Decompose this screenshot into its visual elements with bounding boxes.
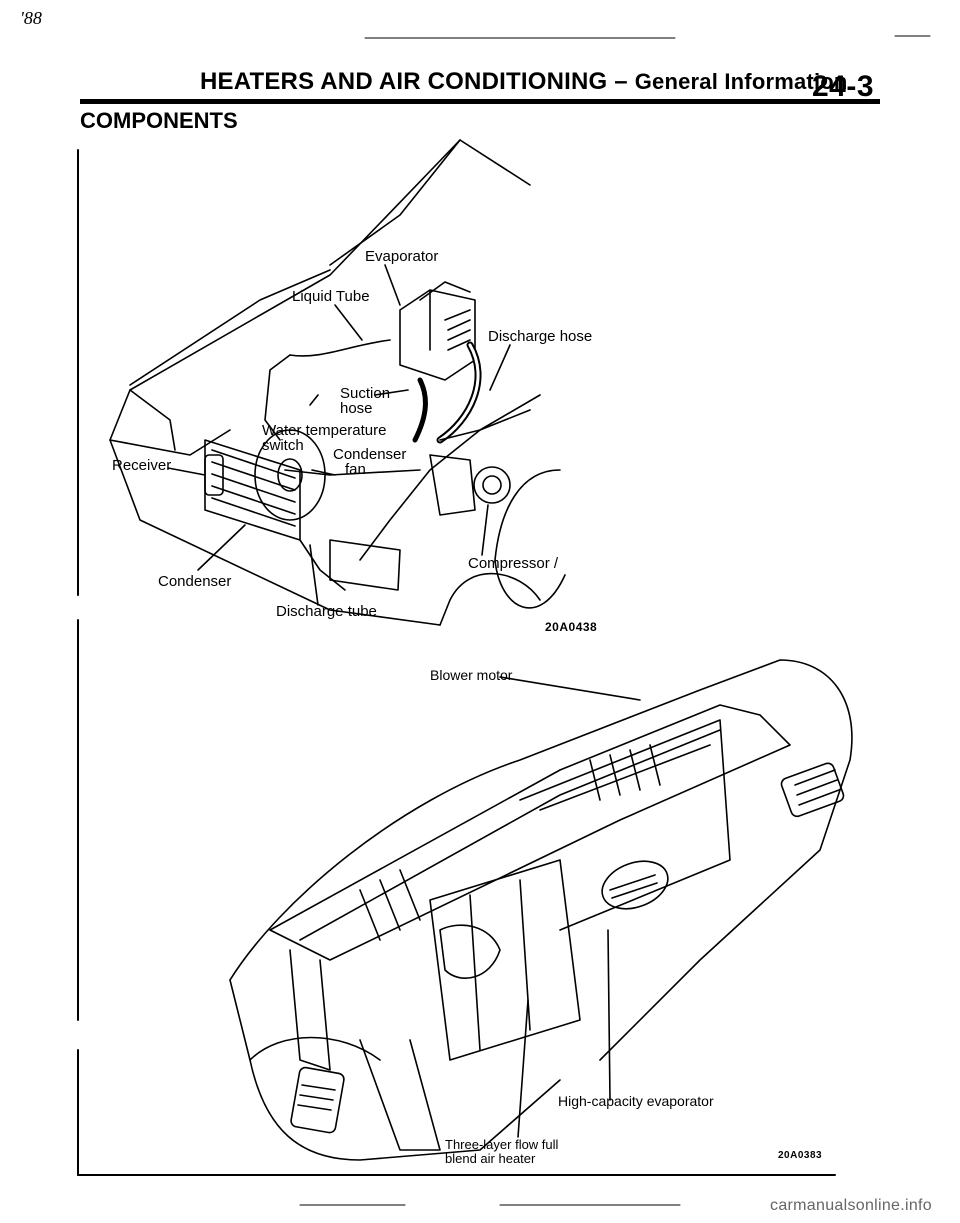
figure-code-2: 20A0383 [778, 1150, 823, 1161]
label-blower-motor: Blower motor [430, 667, 513, 683]
figure-engine-bay [109, 139, 566, 626]
label-condenser-fan-1: Condenser [333, 446, 407, 463]
section-title: COMPONENTS [80, 108, 238, 133]
label-compressor: Compressor / [468, 555, 559, 572]
figure-code-1: 20A0438 [545, 620, 598, 634]
label-liquid-tube: Liquid Tube [292, 288, 370, 305]
header-rule [80, 99, 880, 104]
label-receiver: Receiver [112, 457, 172, 474]
label-water-temp-switch-2: switch [262, 437, 304, 454]
watermark: carmanualsonline.info [770, 1197, 932, 1214]
label-evaporator: Evaporator [365, 248, 439, 265]
page-number: 24-3 [812, 70, 875, 103]
figure-dashboard [229, 659, 853, 1161]
label-condenser-fan-2: fan [345, 461, 366, 478]
header-dash: – [614, 68, 628, 95]
label-condenser: Condenser [158, 573, 232, 590]
label-discharge-hose: Discharge hose [488, 328, 593, 345]
header-title: HEATERS AND AIR CONDITIONING [200, 68, 608, 95]
corner-mark: '88 [20, 8, 42, 28]
label-water-temp-switch-1: Water temperature [262, 422, 387, 439]
label-heater-line-2: blend air heater [445, 1151, 536, 1166]
label-high-capacity-evaporator: High-capacity evaporator [558, 1093, 714, 1109]
label-heater-line-1: Three-layer flow full [445, 1137, 559, 1152]
label-discharge-tube: Discharge tube [276, 603, 377, 620]
label-suction-hose-1: Suction [340, 385, 391, 402]
label-suction-hose-2: hose [340, 400, 373, 417]
header-subtitle: General Information [634, 69, 848, 94]
page-header: HEATERS AND AIR CONDITIONING – General I… [200, 68, 848, 96]
